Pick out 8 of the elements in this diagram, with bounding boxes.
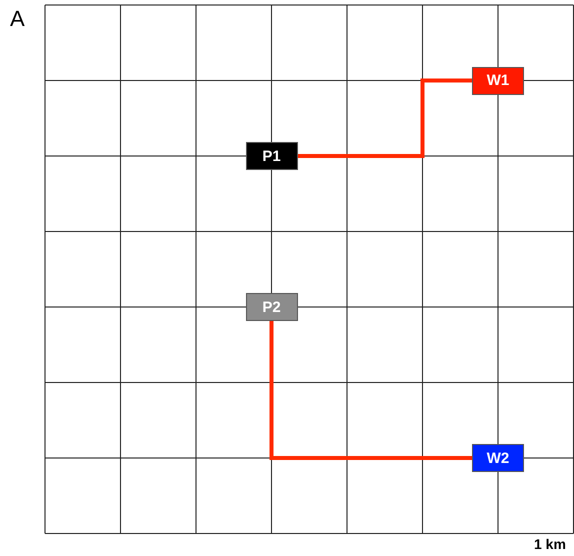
scale-label: 1 km xyxy=(534,536,566,552)
warehouse-marker: W2 xyxy=(472,444,524,472)
panel-letter: A xyxy=(10,6,25,32)
warehouse-marker: W1 xyxy=(472,66,524,94)
route-line xyxy=(270,321,472,460)
plant-marker: P1 xyxy=(246,142,298,170)
route-line xyxy=(298,78,472,158)
plant-marker: P2 xyxy=(246,293,298,321)
